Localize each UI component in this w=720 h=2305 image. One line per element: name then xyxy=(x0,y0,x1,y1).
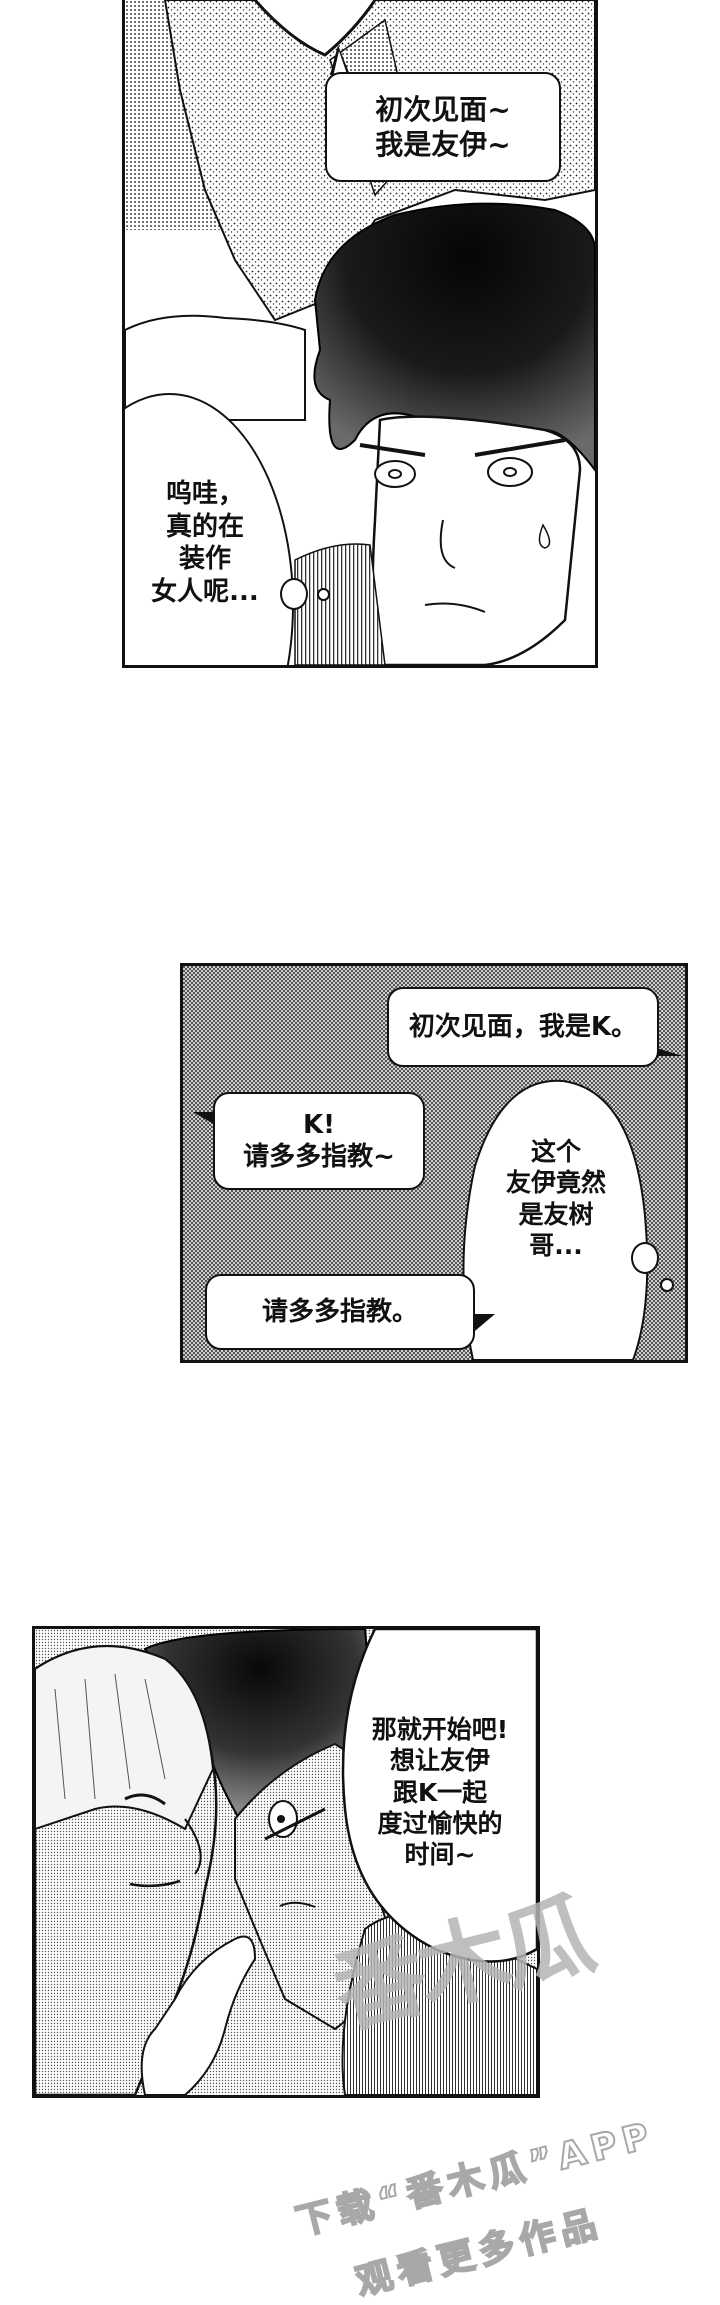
bubble-line: 我是友伊~ xyxy=(375,128,511,161)
thought-bubble-text: 这个 友伊竟然 是友树 哥... xyxy=(481,1136,631,1261)
bubble-line: 呜哇， xyxy=(165,479,244,509)
speech-bubble-tail xyxy=(469,1314,495,1336)
bubble-line: 哥... xyxy=(529,1230,583,1260)
bubble-line: K! xyxy=(302,1109,335,1140)
thought-dot-small xyxy=(317,588,330,601)
bubble-line: 请多多指教~ xyxy=(243,1142,395,1172)
bubble-line: 真的在 xyxy=(165,511,244,542)
bubble-line: 跟K一起 xyxy=(392,1777,488,1807)
speech-bubble-start-text: 那就开始吧! 想让友伊 跟K一起 度过愉快的 时间~ xyxy=(345,1714,535,1870)
bubble-line: 友伊竟然 xyxy=(505,1168,606,1198)
bubble-line: 时间~ xyxy=(404,1840,476,1869)
speech-bubble-k-greeting: K! 请多多指教~ xyxy=(213,1092,425,1190)
speech-bubble-k-intro: 初次见面，我是K。 xyxy=(387,987,659,1067)
comic-panel-3: 那就开始吧! 想让友伊 跟K一起 度过愉快的 时间~ xyxy=(32,1626,540,2098)
bubble-line: 女人呢... xyxy=(151,576,259,607)
thought-bubble-text: 呜哇， 真的在 装作 女人呢... xyxy=(125,478,285,608)
thought-dot-large xyxy=(631,1242,659,1274)
panel-3-artwork xyxy=(35,1629,537,2095)
bubble-line: 想让友伊 xyxy=(389,1746,490,1776)
speech-bubble-reply: 请多多指教。 xyxy=(205,1274,475,1350)
bubble-line: 装作 xyxy=(178,544,231,574)
speech-bubble-tail-fill xyxy=(333,51,348,77)
comic-panel-2: 初次见面，我是K。 K! 请多多指教~ 这个 友伊竟然 是友树 哥... 请多多… xyxy=(180,963,688,1363)
bubble-line: 初次见面~ xyxy=(375,93,511,126)
bubble-line: 初次见面，我是K。 xyxy=(408,1011,638,1042)
comic-panel-1: 初次见面~ 我是友伊~ 呜哇， 真的在 装作 女人呢... xyxy=(122,0,598,668)
bubble-line: 这个 xyxy=(530,1137,581,1166)
bubble-line: 是友树 xyxy=(518,1199,594,1229)
thought-dot-small xyxy=(660,1278,674,1292)
thought-dot-large xyxy=(280,578,308,610)
bubble-line: 度过愉快的 xyxy=(377,1808,503,1838)
speech-bubble-tail xyxy=(193,1112,217,1126)
speech-bubble-greeting: 初次见面~ 我是友伊~ xyxy=(325,72,561,182)
bubble-line: 请多多指教。 xyxy=(261,1296,418,1327)
bubble-line: 那就开始吧! xyxy=(371,1715,509,1744)
